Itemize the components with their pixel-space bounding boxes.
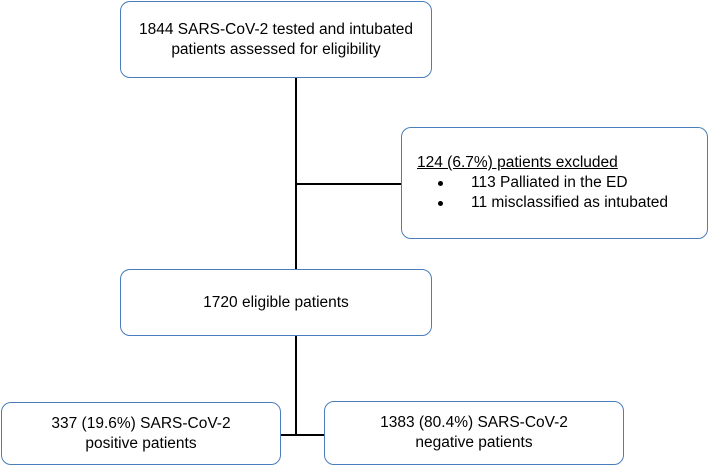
connector-eligible-down — [295, 336, 297, 435]
positive-line-2: positive patients — [85, 434, 197, 452]
negative-line-1: 1383 (80.4%) SARS-CoV-2 — [380, 414, 568, 431]
exclusion-reason-label: 113 Palliated in the ED — [471, 174, 628, 191]
list-item: 113 Palliated in the ED — [417, 173, 668, 193]
positive-patients-box: 337 (19.6%) SARS-CoV-2 positive patients — [1, 402, 281, 465]
exclusion-reasons-list: 113 Palliated in the ED 11 misclassified… — [417, 173, 668, 213]
eligible-patients-box: 1720 eligible patients — [120, 269, 432, 336]
connector-to-excluded — [296, 183, 401, 185]
bullet-icon — [438, 200, 443, 206]
list-item: 11 misclassified as intubated — [417, 193, 668, 213]
bullet-icon — [438, 180, 443, 186]
excluded-heading: 124 (6.7%) patients excluded — [417, 154, 618, 171]
negative-patients-box: 1383 (80.4%) SARS-CoV-2 negative patient… — [324, 401, 624, 465]
eligible-label: 1720 eligible patients — [203, 293, 349, 311]
connector-split-horizontal — [281, 434, 324, 436]
excluded-patients-box: 124 (6.7%) patients excluded 113 Palliat… — [401, 127, 708, 239]
screened-patients-box: 1844 SARS-CoV-2 tested and intubated pat… — [120, 1, 432, 78]
connector-screened-to-eligible — [295, 78, 297, 269]
screened-line-2: patients assessed for eligibility — [171, 40, 381, 58]
negative-line-2: negative patients — [415, 434, 533, 451]
positive-line-1: 337 (19.6%) SARS-CoV-2 — [51, 414, 231, 432]
screened-line-1: 1844 SARS-CoV-2 tested and intubated — [138, 20, 414, 38]
exclusion-reason-label: 11 misclassified as intubated — [471, 194, 669, 211]
